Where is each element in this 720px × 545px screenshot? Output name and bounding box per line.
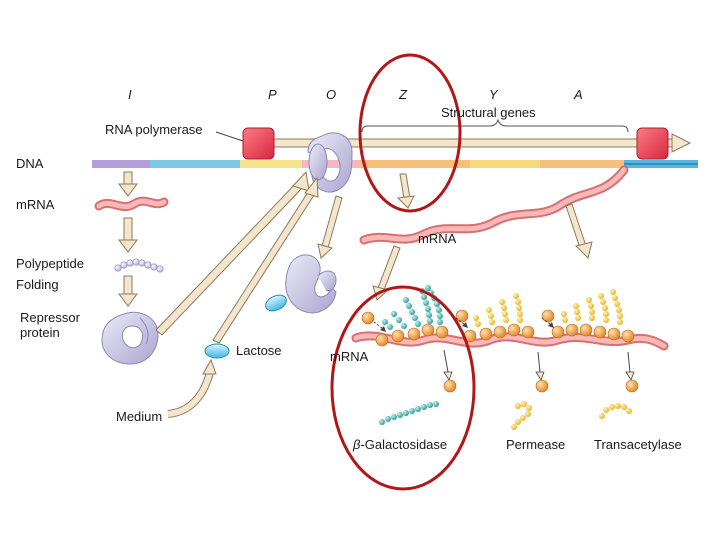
ribosome-entry-arrows xyxy=(373,317,554,332)
transacetylase-label: Transacetylase xyxy=(594,437,682,452)
rna-polymerase-left xyxy=(242,127,275,160)
permease-label: Permease xyxy=(506,437,566,452)
highlight-circle-z-gene xyxy=(358,53,462,213)
gene-label-i: I xyxy=(128,87,132,102)
structural-genes-label: Structural genes xyxy=(441,105,536,120)
beta-galactosidase-label: β-Galactosidase xyxy=(353,437,448,453)
gene-label-p: P xyxy=(268,87,277,102)
highlight-circle-beta-galactosidase xyxy=(330,285,476,491)
repressor-on-operator xyxy=(307,132,353,193)
repressor-protein-shape xyxy=(101,311,159,365)
rna-polymerase-right xyxy=(636,127,669,160)
rna-polymerase-pointer xyxy=(215,131,247,143)
dna-region-y xyxy=(470,160,540,168)
arrow-mrna-to-translation-left xyxy=(372,245,401,301)
mrna-left-label: mRNA xyxy=(16,197,55,212)
dna-strand xyxy=(92,160,698,168)
arrow-mrna-to-polypeptide xyxy=(118,217,138,253)
beta-galactosidase-protein xyxy=(379,401,439,425)
rna-polymerase-label: RNA polymerase xyxy=(105,122,203,137)
arrow-repressor-release xyxy=(317,195,343,259)
polypeptide-label: Polypeptide xyxy=(16,256,84,271)
ribosome-release xyxy=(443,349,639,393)
polypeptide-chain xyxy=(114,258,164,273)
arrow-dna-to-mrna xyxy=(118,171,138,197)
mrna-center-label: mRNA xyxy=(418,231,457,246)
beta-symbol: β xyxy=(353,437,361,452)
folding-label: Folding xyxy=(16,277,59,292)
nascent-chains-z xyxy=(382,285,443,330)
repressor-protein-label: Repressor protein xyxy=(20,310,80,340)
lactose-label: Lactose xyxy=(236,343,282,358)
permease-protein xyxy=(511,401,532,430)
repressor-lactose-complex xyxy=(265,254,337,314)
gene-label-o: O xyxy=(326,87,337,102)
dna-region-a xyxy=(540,160,624,168)
dna-region-p xyxy=(240,160,302,168)
medium-label: Medium xyxy=(116,409,163,424)
arrow-repressor-to-operator xyxy=(155,170,310,336)
gene-label-a: A xyxy=(574,87,583,102)
arrow-folding-to-repressor xyxy=(118,275,138,307)
gene-label-z: Z xyxy=(399,87,407,102)
ribosomes-z xyxy=(361,311,449,347)
dna-region-o xyxy=(302,160,360,168)
gene-label-y: Y xyxy=(489,87,498,102)
arrow-dna-to-mrna-center xyxy=(396,173,415,209)
dna-label: DNA xyxy=(16,156,44,171)
dna-region-z xyxy=(360,160,470,168)
mrna-lower-label: mRNA xyxy=(330,349,369,364)
lactose-molecule xyxy=(204,343,230,359)
ribosomes-ya xyxy=(455,309,635,343)
arrow-mrna-to-translation xyxy=(565,203,593,259)
dna-region-i xyxy=(92,160,150,168)
structural-genes-bracket xyxy=(361,118,629,133)
arrow-medium-to-lactose xyxy=(167,358,217,418)
beta-galactosidase-name: -Galactosidase xyxy=(360,437,448,452)
arrow-lactose-to-operator xyxy=(212,176,319,344)
transacetylase-protein xyxy=(599,403,632,419)
nascent-chains-ya xyxy=(473,289,623,327)
